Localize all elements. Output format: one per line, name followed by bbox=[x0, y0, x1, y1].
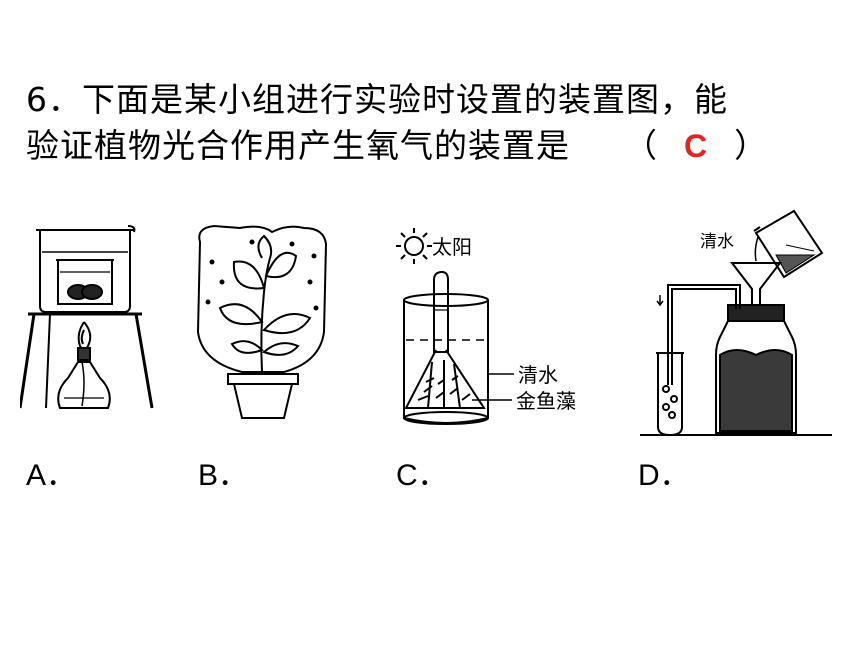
question-line-1: 6．下面是某小组进行实验时设置的装置图，能 bbox=[26, 80, 728, 120]
figure-b-covered-plant bbox=[196, 224, 328, 419]
option-a-label: A． bbox=[26, 459, 77, 492]
figure-d-gas-apparatus: 清水 bbox=[640, 209, 832, 437]
paren-close: ） bbox=[734, 126, 769, 165]
answer-mark: C bbox=[684, 128, 709, 164]
water-label-c: 清水 bbox=[518, 363, 558, 387]
question-text-1: 6．下面是某小组进行实验时设置的装置图，能 bbox=[26, 80, 728, 119]
option-c-label: C． bbox=[396, 459, 448, 492]
option-d-label: D． bbox=[638, 459, 690, 492]
question-text-2: 验证植物光合作用产生氧气的装置是 bbox=[26, 126, 570, 165]
figure-c-oxygen-collection: 太阳 清水 金鱼藻 bbox=[396, 228, 576, 425]
option-b-label: B． bbox=[198, 459, 249, 492]
water-label-d: 清水 bbox=[700, 232, 734, 252]
question-line-2: 验证植物光合作用产生氧气的装置是 （ C ） bbox=[26, 126, 768, 166]
plant-label: 金鱼藻 bbox=[516, 389, 576, 413]
paren-open: （ bbox=[624, 126, 658, 165]
sun-label: 太阳 bbox=[432, 235, 472, 259]
figure-a-heating-apparatus bbox=[20, 225, 154, 409]
